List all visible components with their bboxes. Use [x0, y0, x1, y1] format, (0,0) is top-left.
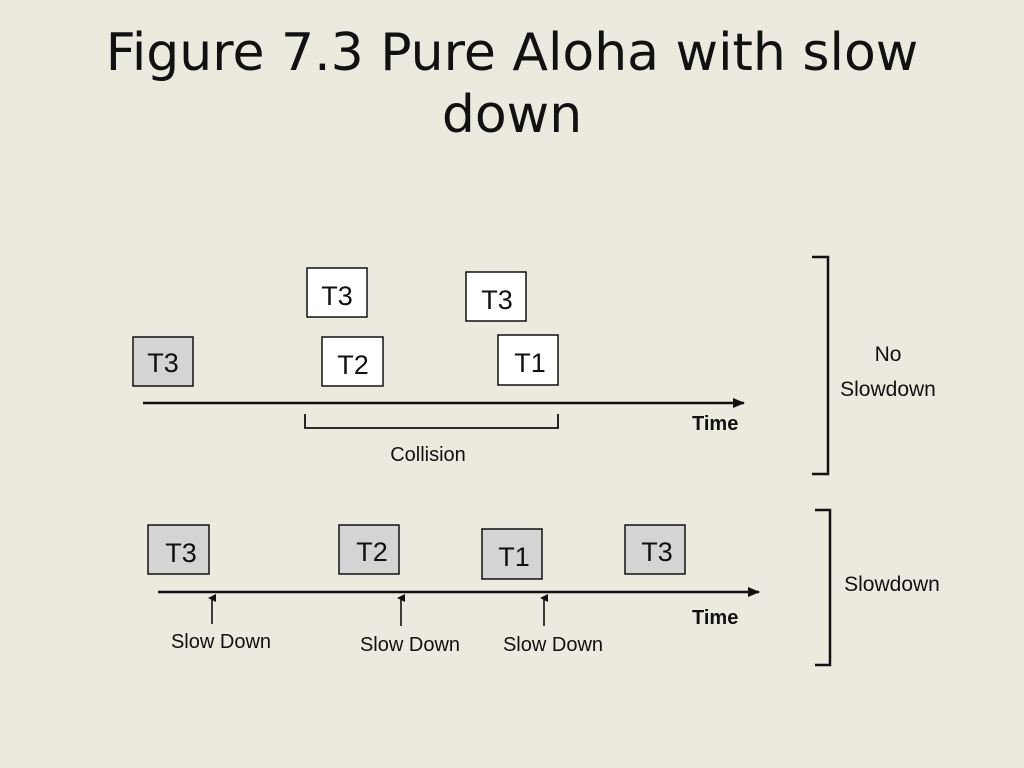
frame-t3-upper-left: T3 — [306, 267, 368, 318]
frame-box — [132, 336, 194, 387]
slow-down-marker: Slow Down — [171, 594, 271, 653]
slide-title: Figure 7.3 Pure Aloha with slow down — [105, 23, 919, 145]
frame-label: T3 — [165, 538, 197, 568]
no-slowdown-label-line1: No — [875, 343, 902, 366]
frame-label: T2 — [337, 350, 369, 380]
frame-box — [306, 267, 368, 318]
frame-box — [465, 271, 527, 322]
slow-down-marker: Slow Down — [503, 594, 603, 656]
slow-down-label: Slow Down — [503, 634, 603, 656]
frame-t3-upper-right: T3 — [465, 271, 527, 322]
collision-label: Collision — [390, 444, 466, 466]
frame-label: T1 — [514, 348, 546, 378]
slow-down-marker: Slow Down — [360, 594, 460, 656]
slowdown-bracket — [815, 508, 832, 667]
time-label: Time — [692, 413, 738, 435]
frame-box — [624, 524, 686, 575]
frame-label: T3 — [321, 281, 353, 311]
frame-box — [147, 524, 210, 575]
frame-t1: T1 — [481, 528, 543, 580]
collision-bracket — [304, 414, 559, 429]
no-slowdown-bracket — [812, 255, 830, 476]
no-slowdown-label-line2: Slowdown — [840, 378, 936, 401]
slow-down-label: Slow Down — [360, 634, 460, 656]
frame-t1: T1 — [497, 334, 559, 386]
frame-label: T3 — [147, 348, 179, 378]
frame-t3-shaded: T3 — [132, 336, 194, 387]
frame-t3-last: T3 — [624, 524, 686, 575]
time-label: Time — [692, 607, 738, 629]
frame-label: T3 — [481, 285, 513, 315]
slowdown-label: Slowdown — [844, 573, 940, 596]
frame-label: T3 — [641, 537, 673, 567]
frame-t2: T2 — [321, 336, 384, 387]
slow-down-label: Slow Down — [171, 631, 271, 653]
frame-label: T1 — [498, 542, 530, 572]
frame-box — [481, 528, 543, 580]
slowdown-section: T3 T2 T1 T3 Time Slow Down Slo — [147, 508, 940, 667]
frame-label: T2 — [356, 537, 388, 567]
frame-box — [338, 524, 400, 575]
frame-t2: T2 — [338, 524, 400, 575]
frame-t3-first: T3 — [147, 524, 210, 575]
no-slowdown-section: T3 T3 T2 T3 T1 Time Collision — [132, 255, 936, 476]
frame-box — [321, 336, 384, 387]
frame-box — [497, 334, 559, 386]
